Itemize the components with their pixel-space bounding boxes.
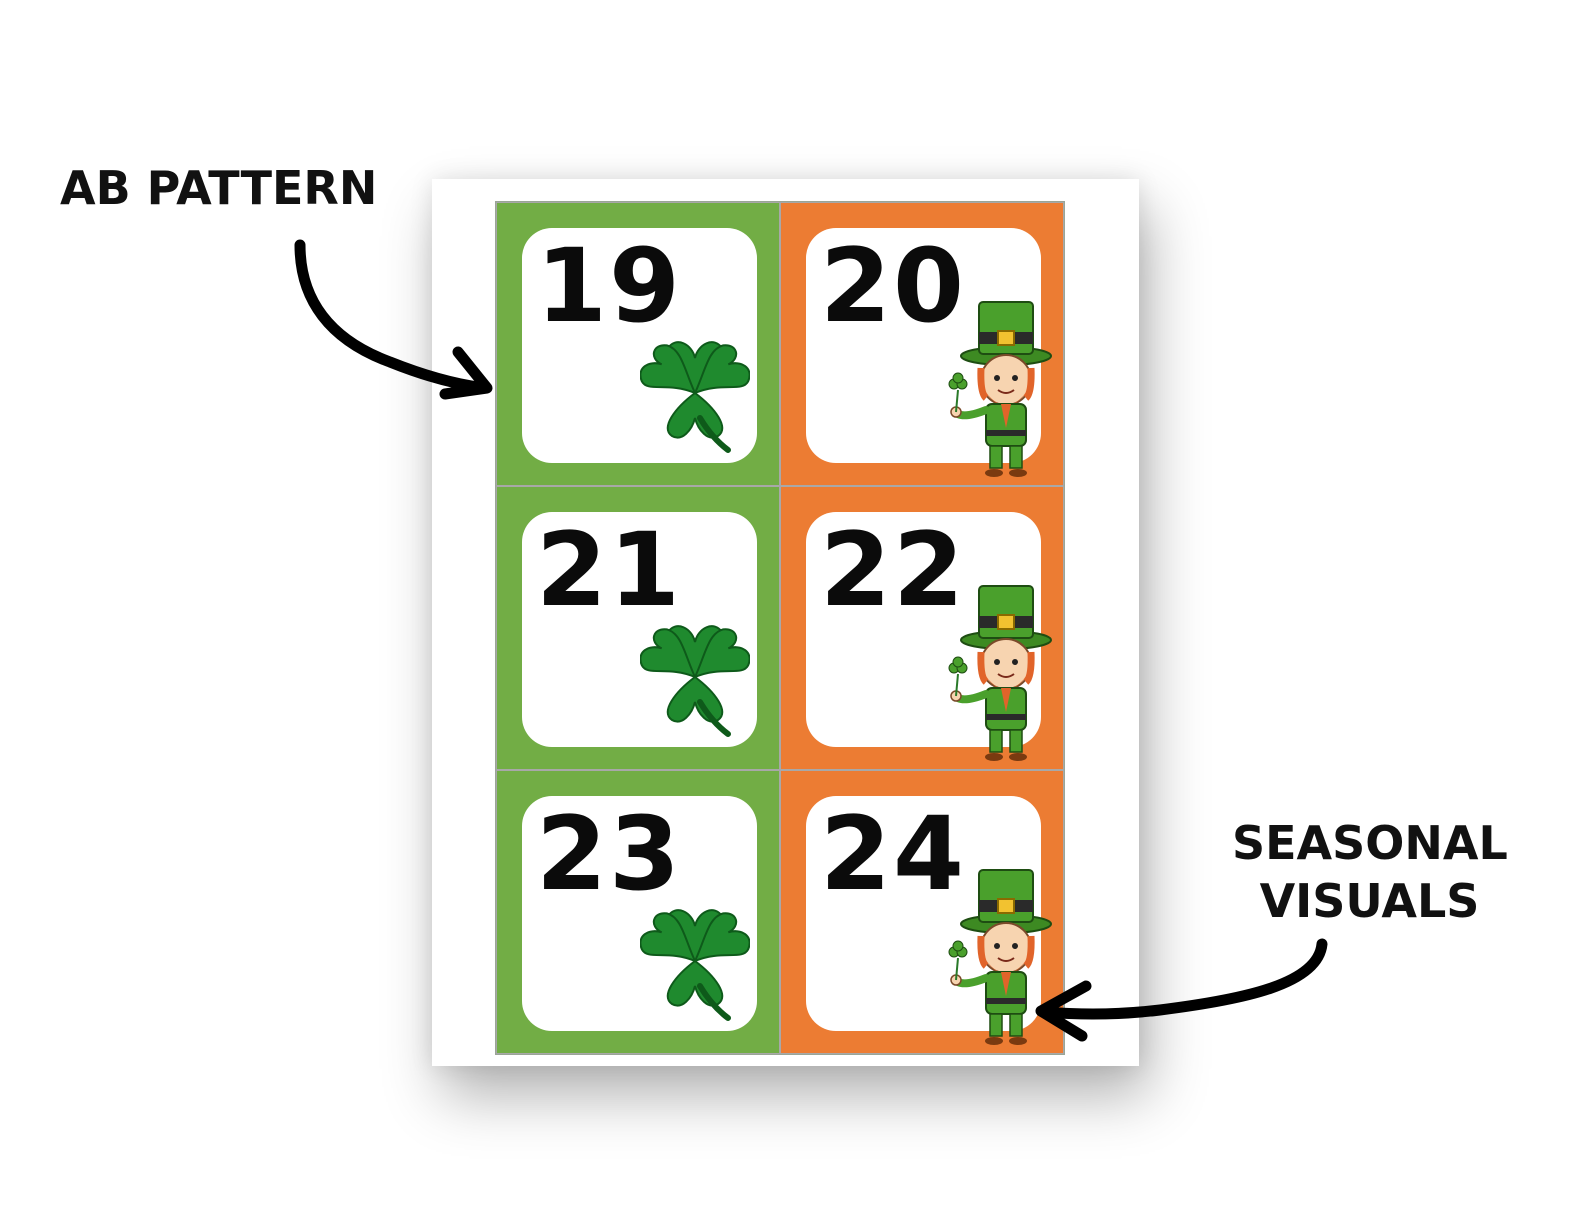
shamrock-icon	[640, 341, 750, 453]
calendar-card-face: 19	[522, 228, 757, 463]
calendar-card-number: 21	[536, 511, 682, 630]
calendar-card-face: 24	[806, 795, 1052, 1045]
calendar-card-face: 21	[522, 512, 757, 747]
calendar-card-number: 22	[820, 511, 966, 630]
ab-pattern-label: AB PATTERN	[60, 161, 378, 215]
calendar-card: 22	[780, 486, 1064, 770]
leprechaun-icon	[948, 869, 1052, 1045]
calendar-card-face: 23	[522, 796, 757, 1031]
calendar-card: 23	[496, 770, 780, 1054]
shamrock-icon	[640, 625, 750, 737]
calendar-card-number: 19	[536, 227, 682, 346]
seasonal-visuals-line1: SEASONAL	[1232, 816, 1508, 870]
shamrock-icon	[640, 909, 750, 1021]
calendar-card-number: 23	[536, 795, 682, 914]
seasonal-visuals-label: SEASONAL VISUALS	[1232, 815, 1508, 930]
calendar-card: 21	[496, 486, 780, 770]
calendar-card-number: 24	[820, 795, 966, 914]
calendar-card: 19	[496, 202, 780, 486]
calendar-card-sheet: 19 20 21 22	[432, 179, 1139, 1066]
calendar-card-grid: 19 20 21 22	[495, 201, 1065, 1055]
leprechaun-icon	[948, 585, 1052, 761]
seasonal-visuals-line2: VISUALS	[1259, 873, 1480, 928]
calendar-card-face: 22	[806, 511, 1052, 761]
calendar-card-face: 20	[806, 227, 1052, 477]
calendar-card-number: 20	[820, 227, 966, 346]
calendar-card: 20	[780, 202, 1064, 486]
leprechaun-icon	[948, 301, 1052, 477]
calendar-card: 24	[780, 770, 1064, 1054]
